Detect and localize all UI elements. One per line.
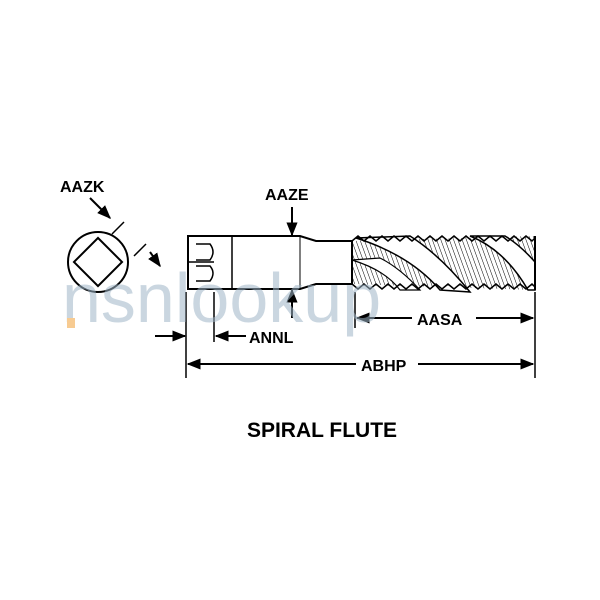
label-aaze: AAZE xyxy=(265,187,309,204)
label-abhp: ABHP xyxy=(361,358,407,375)
label-annl: ANNL xyxy=(249,330,294,347)
watermark-text: nsnlookup xyxy=(62,259,381,337)
label-aasa: AASA xyxy=(417,312,463,329)
watermark-accent-dot xyxy=(67,318,75,328)
diagram-caption: SPIRAL FLUTE xyxy=(247,419,397,442)
square-end-view xyxy=(67,197,161,293)
tap-side-view xyxy=(187,235,536,293)
label-aazk: AAZK xyxy=(60,179,105,196)
watermark: nsnlookup xyxy=(62,259,381,337)
